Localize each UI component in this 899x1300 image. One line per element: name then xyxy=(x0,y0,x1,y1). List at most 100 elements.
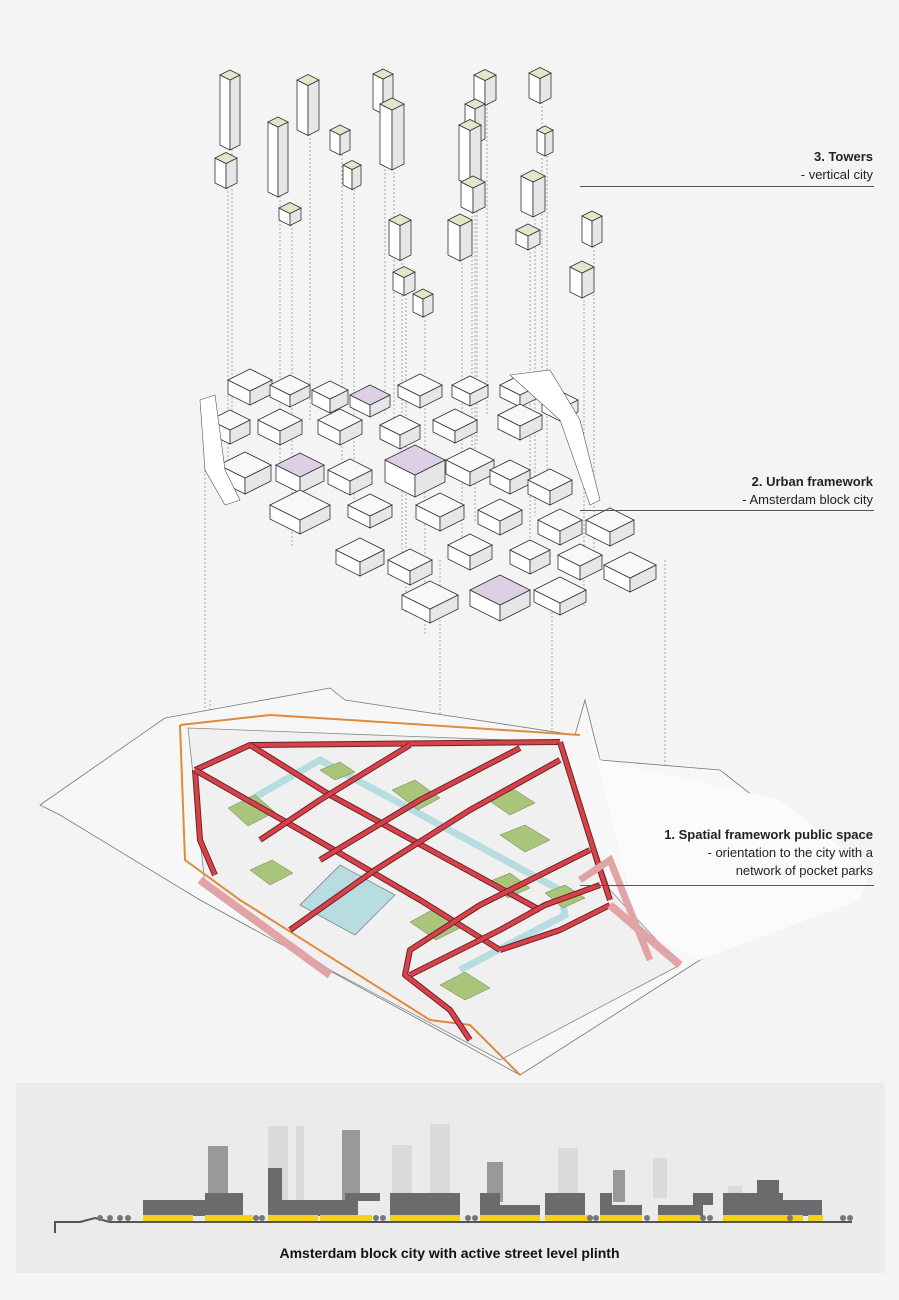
tower-top xyxy=(342,160,362,170)
active-plinth xyxy=(390,1215,460,1221)
tree-icon xyxy=(787,1215,793,1221)
tree-icon xyxy=(593,1215,599,1221)
tower-right xyxy=(307,79,320,137)
tower-left xyxy=(267,121,279,198)
block-section xyxy=(600,1193,612,1216)
urban-block-top xyxy=(585,507,635,533)
street xyxy=(193,769,217,876)
tower-top xyxy=(329,124,351,136)
tower-left xyxy=(447,219,461,262)
tree-icon xyxy=(97,1215,103,1221)
block-section xyxy=(205,1193,243,1216)
active-plinth xyxy=(480,1215,540,1221)
street xyxy=(288,758,561,932)
tower-top xyxy=(278,202,302,214)
urban-block-top xyxy=(415,492,465,518)
block-section xyxy=(268,1168,282,1200)
tower-top xyxy=(447,213,473,227)
urban-block-top xyxy=(557,543,603,567)
tower-top xyxy=(372,68,394,80)
urban-block-top xyxy=(317,408,363,432)
tower-right xyxy=(391,103,405,171)
towers-label: 3. Towers - vertical city xyxy=(801,148,873,184)
spatial-leader-line xyxy=(580,885,874,886)
urban-block-top xyxy=(379,414,421,436)
tower-top xyxy=(520,169,546,183)
active-plinth xyxy=(205,1215,253,1221)
block-section xyxy=(143,1200,209,1216)
tower-top xyxy=(569,260,595,274)
urban-block-top xyxy=(451,375,489,395)
tower-left xyxy=(388,219,401,262)
tree-icon xyxy=(373,1215,379,1221)
urban-block-top xyxy=(533,576,587,604)
tower-right xyxy=(532,175,546,218)
tree-icon xyxy=(259,1215,265,1221)
urban-block-top xyxy=(401,580,459,610)
urban-block-top xyxy=(445,447,495,473)
towers-layer xyxy=(214,67,603,318)
active-plinth xyxy=(723,1215,803,1221)
urban-label: 2. Urban framework - Amsterdam block cit… xyxy=(742,473,873,509)
tower-top xyxy=(388,214,412,226)
tree-icon xyxy=(380,1215,386,1221)
tower-top xyxy=(458,119,482,131)
tree-icon xyxy=(125,1215,131,1221)
section-caption: Amsterdam block city with active street … xyxy=(279,1245,620,1261)
urban-block-top xyxy=(509,539,551,561)
spatial-line1: - orientation to the city with a xyxy=(707,845,873,860)
street xyxy=(194,768,502,952)
tower-right xyxy=(229,74,241,151)
pocket-park xyxy=(249,859,294,886)
tree-icon xyxy=(472,1215,478,1221)
block-section xyxy=(480,1193,500,1216)
pocket-park xyxy=(439,971,491,1001)
pocket-park xyxy=(499,824,551,853)
tower-top xyxy=(379,97,405,111)
ground-line xyxy=(54,1216,852,1233)
urban-block-top xyxy=(384,444,446,476)
block-section xyxy=(780,1200,822,1216)
urban-block-top xyxy=(349,384,391,406)
street xyxy=(499,903,611,952)
active-plinth xyxy=(808,1215,823,1221)
tower-left xyxy=(296,79,309,137)
active-plinth xyxy=(143,1215,193,1221)
urban-block-top xyxy=(489,459,531,481)
tower-top xyxy=(581,210,603,222)
tower-section xyxy=(208,1146,228,1201)
tower-top xyxy=(473,69,497,81)
urban-block-top xyxy=(603,551,657,579)
block-section xyxy=(545,1193,585,1216)
background-tower xyxy=(558,1148,578,1203)
tree-icon xyxy=(117,1215,123,1221)
street-extension xyxy=(197,876,333,979)
tree-icon xyxy=(107,1215,113,1221)
block-section xyxy=(390,1193,460,1216)
spatial-line2: network of pocket parks xyxy=(735,863,873,878)
tower-top xyxy=(296,74,320,86)
urban-block-top xyxy=(477,498,523,522)
spatial-label: 1. Spatial framework public space - orie… xyxy=(664,826,873,880)
block-section xyxy=(345,1193,380,1201)
tower-top xyxy=(460,175,486,189)
tree-icon xyxy=(700,1215,706,1221)
urban-block-top xyxy=(397,373,443,397)
tower-top xyxy=(267,116,289,128)
street xyxy=(318,746,521,862)
tower-top xyxy=(464,98,486,110)
urban-subtitle: - Amsterdam block city xyxy=(742,492,873,507)
tower-section xyxy=(342,1130,360,1200)
tower-left xyxy=(219,74,231,151)
tree-icon xyxy=(587,1215,593,1221)
tree-icon xyxy=(707,1215,713,1221)
tower-top xyxy=(536,125,554,135)
tower-left xyxy=(520,175,534,218)
block-section xyxy=(723,1193,783,1216)
block-section xyxy=(268,1200,318,1216)
urban-block-top xyxy=(447,533,493,557)
tree-icon xyxy=(253,1215,259,1221)
urban-block-top xyxy=(311,380,349,400)
urban-leader-line xyxy=(580,510,874,511)
